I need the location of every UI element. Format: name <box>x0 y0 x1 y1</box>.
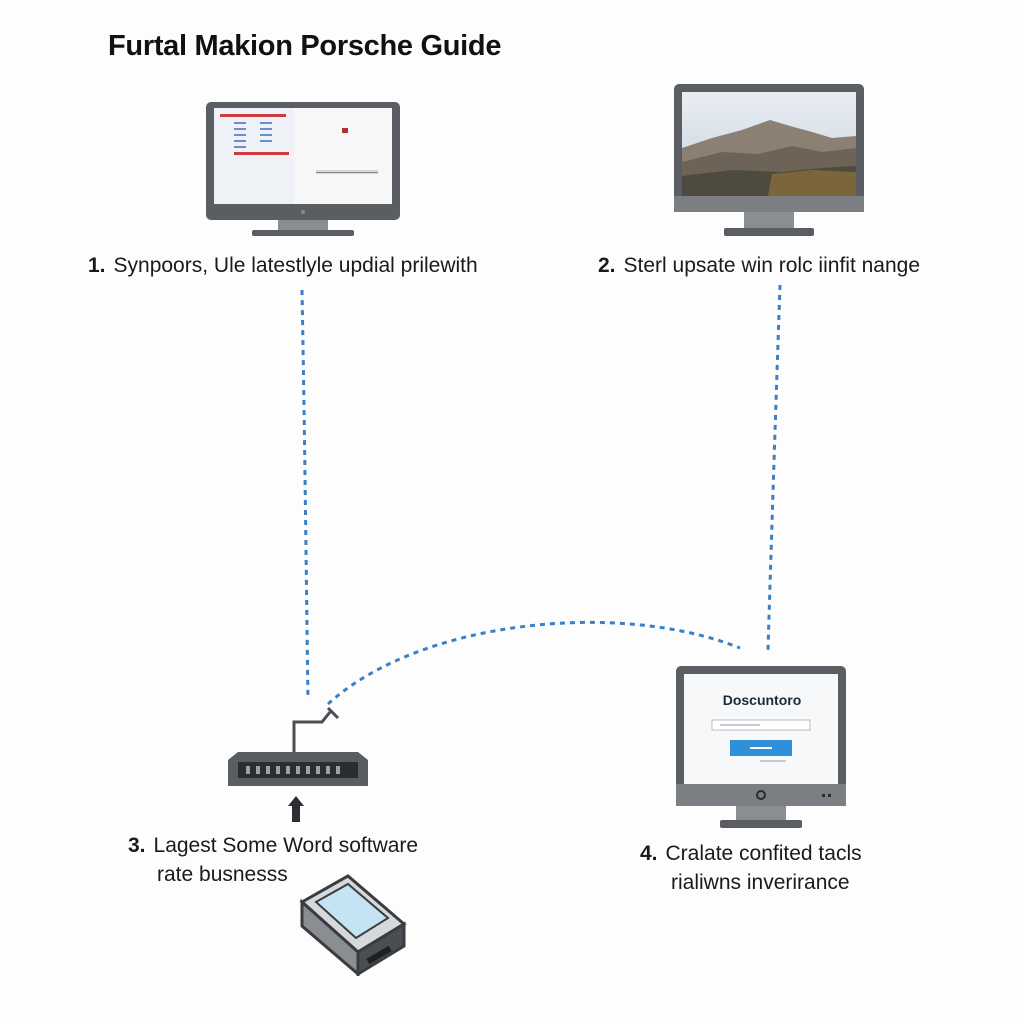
step-number: 3. <box>128 834 146 857</box>
usb-adapter-icon <box>228 706 368 822</box>
step-3-caption: 3. Lagest Some Word software rate busness… <box>128 831 418 890</box>
step-4-caption: 4. Cralate confited tacls rialiwns inveri… <box>640 839 862 898</box>
monitor4-screen-heading: Doscuntoro <box>722 692 802 708</box>
step-number: 2. <box>598 254 616 277</box>
step-1-caption: 1. Synpoors, Ule latestlyle updial prilew… <box>88 251 478 280</box>
connector-adapter-to-monitor4 <box>326 620 741 706</box>
step-text: Sterl upsate win rolc iinfit nange <box>623 254 921 277</box>
desktop-monitor-icon <box>206 102 400 236</box>
step-number: 4. <box>640 842 658 865</box>
step-text-line2: rialiwns inverirance <box>671 871 850 895</box>
flash-drive-icon <box>299 874 407 976</box>
landscape-monitor-icon <box>674 84 864 236</box>
step-number: 1. <box>88 254 106 277</box>
connector-step1-to-adapter <box>300 289 310 701</box>
form-monitor-icon <box>676 666 846 828</box>
step-2-caption: 2. Sterl upsate win rolc iinfit nange <box>598 251 920 280</box>
step-text-line2: rate busnesss <box>157 863 288 887</box>
page-title: Furtal Makion Porsche Guide <box>108 30 502 62</box>
connector-step2-to-monitor4 <box>766 284 782 651</box>
step-text: Synpoors, Ule latestlyle updial prilewit… <box>113 254 478 277</box>
step-text: Cralate confited tacls <box>665 842 862 865</box>
step-text: Lagest Some Word software <box>153 834 419 857</box>
